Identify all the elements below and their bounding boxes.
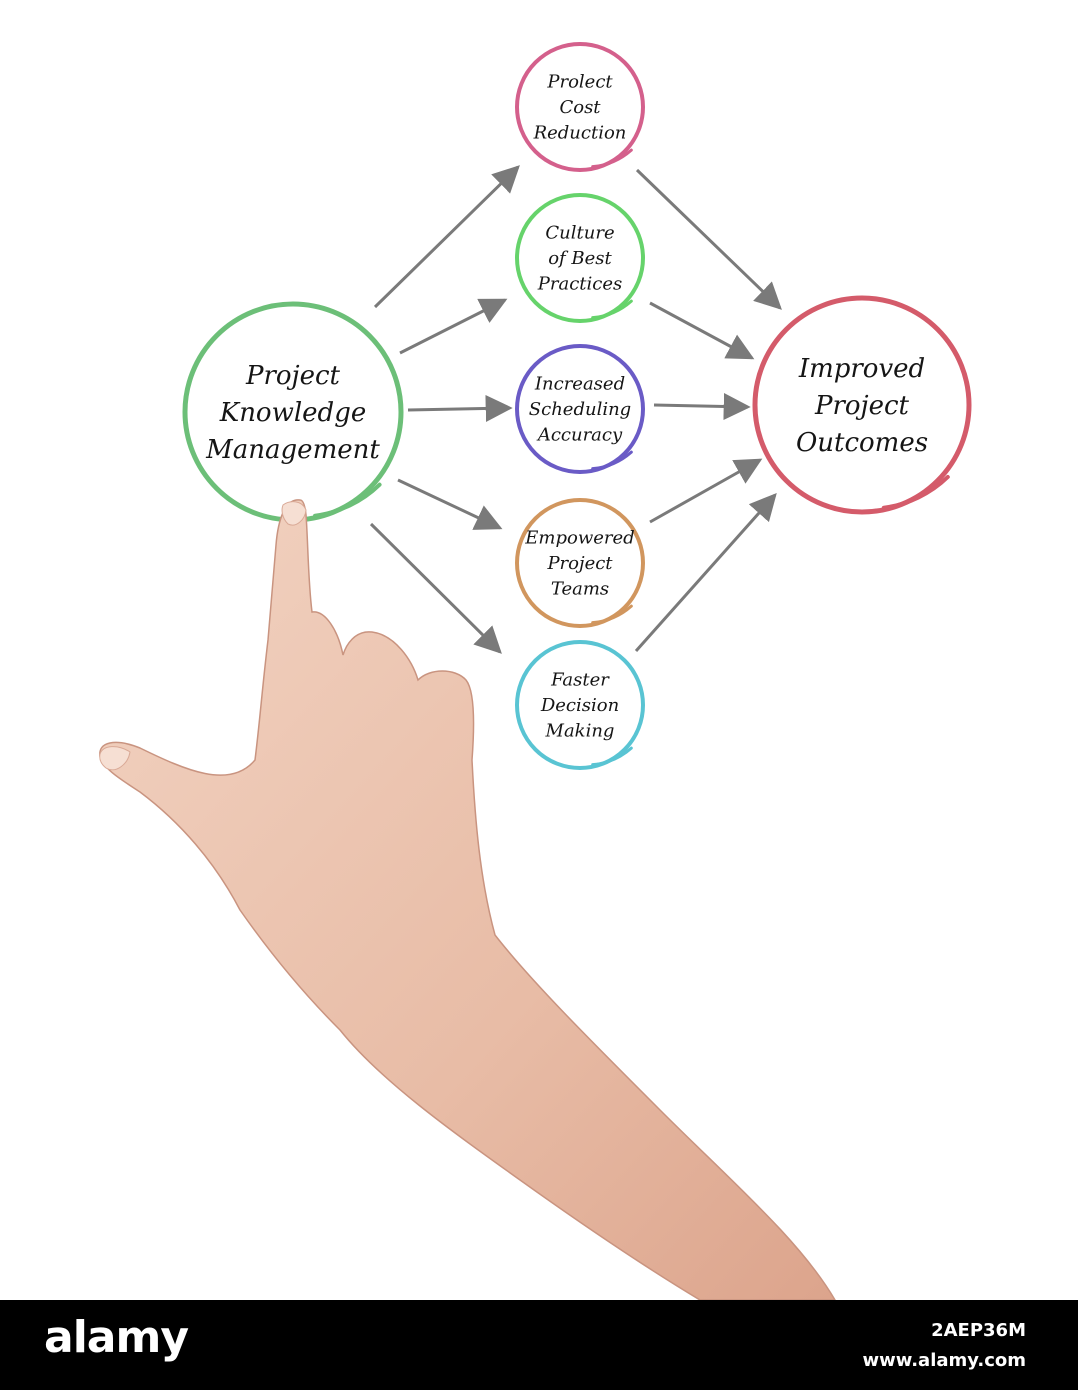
node-circle-flourish: [313, 482, 382, 518]
brand-logo: alamy: [44, 1312, 189, 1363]
node-circle: [515, 193, 645, 323]
node-circle: [515, 640, 645, 770]
node-label-line: Project: [245, 361, 341, 391]
arrow-to-faster-decision-making: [369, 522, 502, 654]
image-id: 2AEP36M: [931, 1320, 1026, 1341]
node-circle: [515, 498, 645, 628]
node-circle: [515, 42, 645, 172]
arrow-from-empowered-project-teams: [649, 458, 763, 524]
node-label-line: of Best: [548, 248, 612, 269]
arrow-to-empowered-project-teams: [397, 478, 503, 530]
node-label-line: Outcomes: [796, 428, 928, 458]
diagram: ProjectKnowledgeManagementImprovedProjec…: [99, 42, 972, 1300]
node-label-line: Practices: [537, 274, 623, 295]
node-label-line: Making: [545, 721, 615, 742]
arrow-to-prolect-cost-reduction: [373, 165, 520, 309]
pointing-hand-illustration: [99, 499, 836, 1300]
node-label-line: Project: [814, 391, 910, 421]
node-label-line: Accuracy: [536, 425, 623, 446]
node-circle-flourish: [591, 299, 633, 320]
arrow-from-increased-scheduling-accuracy: [653, 392, 751, 420]
node-circle: [515, 344, 645, 474]
node-label-line: Prolect: [546, 72, 613, 93]
node-circle-flourish: [591, 148, 633, 169]
arrow-to-culture-of-best-practices: [399, 298, 508, 355]
node-label-line: Teams: [551, 579, 609, 600]
node-label-line: Project: [546, 553, 613, 574]
node-circle-flourish: [591, 450, 633, 471]
watermark-footer-bar: alamy 2AEP36M www.alamy.com: [0, 1300, 1078, 1390]
node-label-line: Knowledge: [219, 398, 366, 428]
arrow-to-increased-scheduling-accuracy: [407, 394, 513, 422]
node-label-line: Cost: [559, 97, 601, 118]
node-label-line: Management: [205, 435, 380, 465]
node-label-line: Reduction: [533, 123, 627, 144]
node-circle: [752, 295, 972, 515]
node-circle-flourish: [591, 746, 633, 767]
node-label-line: Decision: [540, 695, 619, 716]
node-label-line: Culture: [545, 223, 614, 244]
node-label-line: Scheduling: [529, 399, 631, 420]
arrows-layer: [369, 165, 782, 654]
node-label-line: Empowered: [524, 528, 634, 549]
arrow-from-culture-of-best-practices: [649, 301, 755, 360]
node-label-line: Improved: [798, 354, 925, 384]
arrow-from-faster-decision-making: [634, 492, 777, 652]
node-label-line: Faster: [550, 670, 610, 691]
arrow-from-prolect-cost-reduction: [635, 168, 782, 310]
node-label-line: Increased: [534, 374, 625, 395]
node-circle-flourish: [881, 474, 950, 510]
node-circle-flourish: [591, 604, 633, 625]
site-url: www.alamy.com: [862, 1350, 1026, 1371]
